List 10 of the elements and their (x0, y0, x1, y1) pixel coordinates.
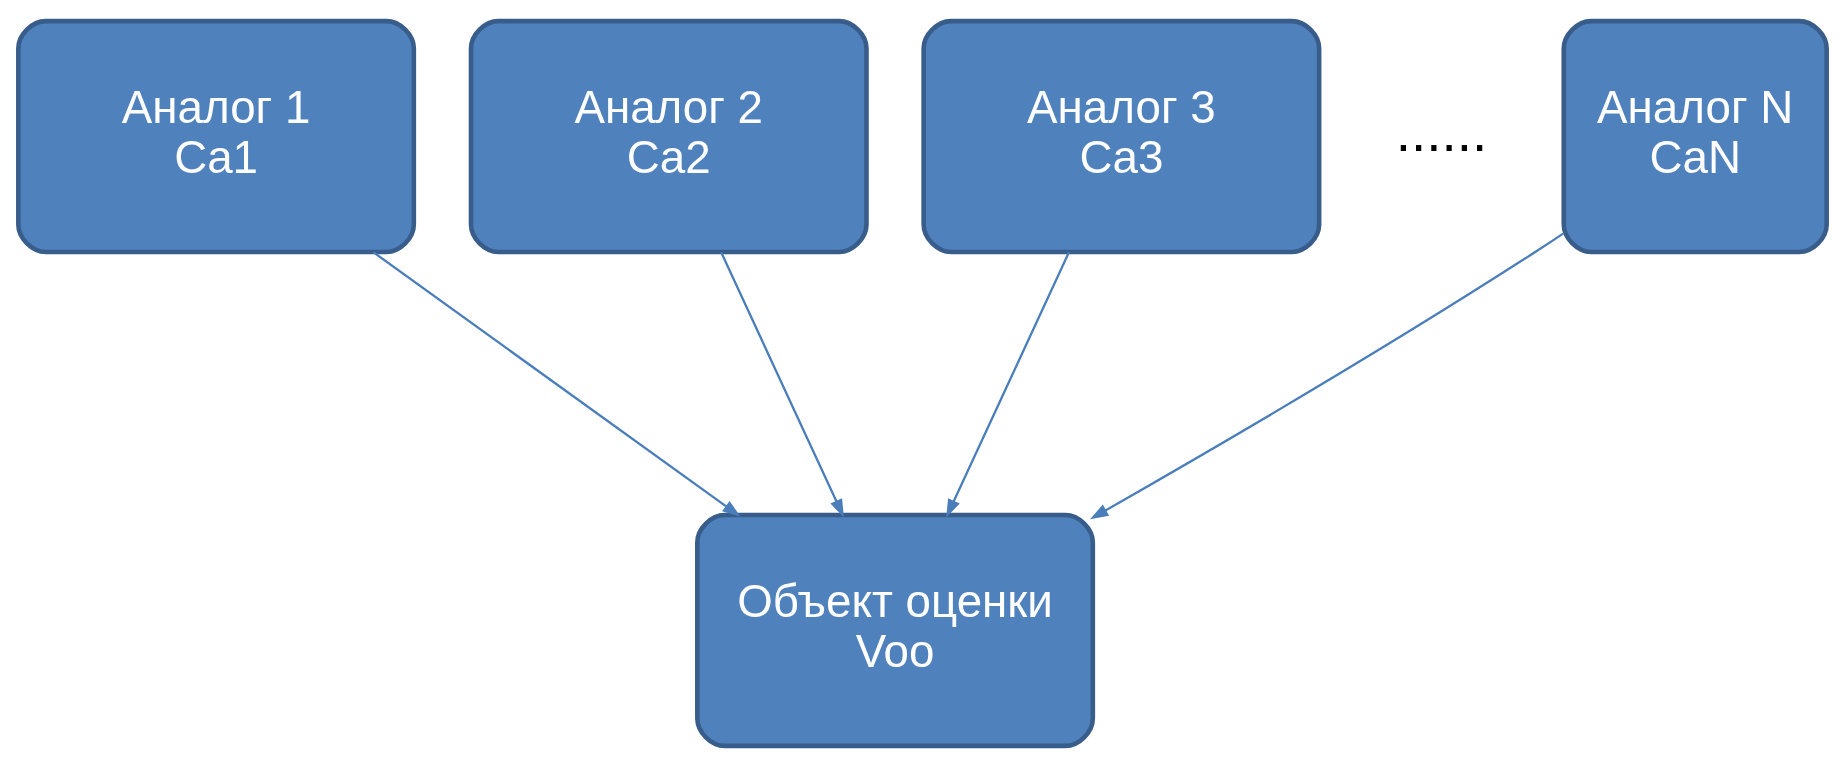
label: ...... (1395, 100, 1488, 163)
node-box: Аналог N CaN (1561, 18, 1829, 255)
arrow (720, 251, 844, 518)
node-box: Аналог 3 Ca3 (921, 18, 1322, 255)
node-box: Аналог 1 Ca1 (16, 18, 417, 255)
arrow (372, 251, 741, 517)
node-box: Объект оценки Voo (695, 512, 1096, 749)
arrow (1090, 232, 1564, 520)
node-box: Аналог 2 Ca2 (468, 18, 869, 255)
arrow (946, 251, 1070, 518)
